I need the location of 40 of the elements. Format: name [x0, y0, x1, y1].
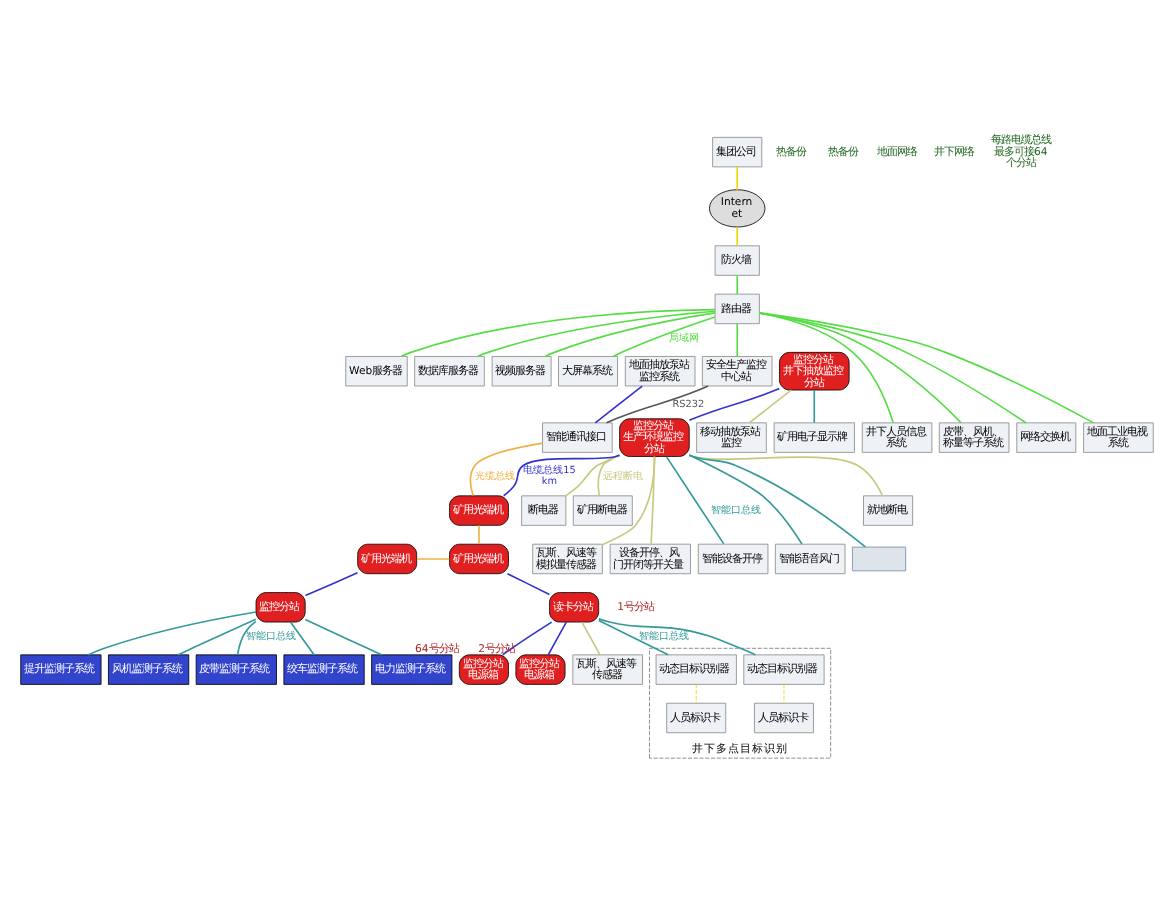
- connector: [748, 389, 793, 424]
- connector: [565, 454, 621, 497]
- connector: [544, 312, 716, 358]
- connector: [502, 454, 621, 497]
- connector: [736, 166, 739, 191]
- connector: [736, 226, 739, 247]
- connector: [758, 311, 1095, 424]
- connector: [598, 618, 757, 656]
- connector: [416, 558, 451, 560]
- connector: [581, 621, 601, 656]
- connector: [688, 454, 884, 497]
- connector: [758, 312, 1027, 424]
- connector: [688, 454, 803, 545]
- connector: [736, 323, 739, 358]
- connector: [547, 621, 568, 656]
- connector: [594, 385, 644, 424]
- node-box: [852, 546, 907, 572]
- connector: [688, 454, 867, 548]
- connector: [304, 618, 383, 656]
- connector: [597, 619, 669, 656]
- connector: [400, 308, 716, 358]
- connector: [478, 524, 480, 545]
- connector: [665, 455, 725, 545]
- connector: [736, 274, 739, 295]
- connector: [506, 572, 551, 596]
- connector: [289, 621, 315, 656]
- connector: [469, 442, 544, 497]
- connector: [177, 618, 257, 656]
- connector: [601, 455, 656, 546]
- connector: [501, 621, 553, 656]
- connector: [688, 387, 781, 422]
- connector: [612, 316, 716, 358]
- connector: [813, 389, 816, 424]
- connector: [650, 455, 656, 545]
- connector: [304, 571, 359, 597]
- connector: [605, 385, 709, 424]
- connector: [476, 310, 716, 358]
- connector: [236, 620, 257, 656]
- connector: [87, 611, 257, 656]
- connector: [597, 454, 621, 497]
